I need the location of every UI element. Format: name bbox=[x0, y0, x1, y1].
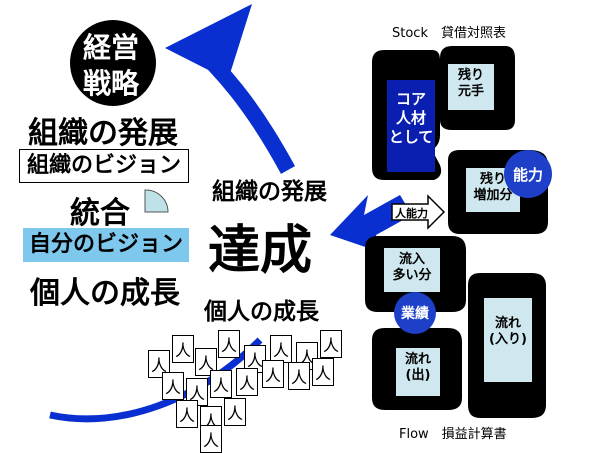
org-vision-label: 組織のビジョン bbox=[26, 153, 181, 178]
remaining-increase-l1: 残り bbox=[479, 172, 506, 187]
person-glyph: 人 bbox=[200, 425, 223, 453]
remaining-base-box: 残り 元手 bbox=[448, 64, 494, 110]
remaining-base-l1: 残り bbox=[457, 68, 484, 83]
personal-growth-left: 個人の成長 bbox=[30, 276, 180, 311]
performance-badge-label: 業績 bbox=[401, 306, 429, 322]
performance-badge: 業績 bbox=[394, 292, 436, 334]
remaining-increase-l2: 増加分 bbox=[473, 187, 513, 203]
ability-badge: 能力 bbox=[504, 150, 552, 198]
flow-in-box: 流れ (入り) bbox=[484, 298, 532, 382]
person-glyph: 人 bbox=[162, 372, 185, 400]
personal-vision-label: 自分のビジョン bbox=[28, 232, 183, 257]
person-glyph: 人 bbox=[312, 358, 335, 386]
person-glyph: 人 bbox=[320, 330, 343, 358]
person-glyph: 人 bbox=[210, 370, 233, 398]
personal-growth-center: 個人の成長 bbox=[204, 299, 319, 325]
flow-in-l1: 流れ bbox=[494, 316, 521, 331]
ability-badge-label: 能力 bbox=[512, 165, 543, 184]
stock-label: Stock 貸借対照表 bbox=[392, 26, 506, 41]
bottom-curve-line bbox=[49, 337, 263, 423]
ability-arrow bbox=[391, 194, 446, 230]
flow-out-l1: 流れ bbox=[404, 352, 431, 367]
person-glyph: 人 bbox=[288, 362, 311, 390]
person-glyph: 人 bbox=[244, 345, 267, 373]
person-glyph: 人 bbox=[176, 400, 199, 428]
org-development-center: 組織の発展 bbox=[212, 179, 327, 205]
inflow-more-box: 流入 多い分 bbox=[384, 248, 440, 292]
integration-label: 統合 bbox=[70, 196, 130, 231]
core-talent-l3: として bbox=[388, 127, 434, 146]
achievement-label: 達成 bbox=[208, 221, 313, 281]
integration-half-circle bbox=[144, 189, 169, 213]
person-glyph: 人 bbox=[218, 330, 241, 358]
core-talent-box: コア 人材 として bbox=[387, 80, 435, 172]
inflow-more-l2: 多い分 bbox=[392, 267, 432, 283]
person-glyph: 人 bbox=[172, 335, 195, 363]
ability-arrow-label: 人能力 bbox=[395, 207, 428, 220]
flow-label: Flow 損益計算書 bbox=[399, 427, 507, 442]
flow-in-l2: (入り) bbox=[489, 331, 527, 347]
inflow-more-l1: 流入 bbox=[398, 252, 425, 267]
remaining-base-l2: 元手 bbox=[457, 83, 484, 99]
growth-arrow-head bbox=[165, 4, 252, 80]
person-glyph: 人 bbox=[148, 350, 171, 378]
person-glyph: 人 bbox=[224, 398, 247, 426]
personal-vision-box: 自分のビジョン bbox=[23, 228, 189, 262]
person-glyph: 人 bbox=[186, 378, 209, 406]
flow-out-l2: (出) bbox=[405, 367, 431, 383]
person-glyph: 人 bbox=[195, 348, 218, 376]
person-glyph: 人 bbox=[236, 368, 259, 396]
strategy-circle bbox=[70, 20, 156, 106]
org-vision-box: 組織のビジョン bbox=[19, 149, 189, 183]
flow-out-box: 流れ (出) bbox=[396, 348, 440, 396]
person-glyph: 人 bbox=[270, 335, 293, 363]
core-talent-l2: 人材 bbox=[395, 108, 426, 127]
strategy-label-2: 戦略 bbox=[83, 67, 140, 100]
person-glyph: 人 bbox=[262, 360, 285, 388]
strategy-label-1: 経営 bbox=[83, 31, 140, 64]
core-talent-l1: コア bbox=[395, 90, 426, 108]
org-development-left: 組織の発展 bbox=[28, 116, 178, 151]
